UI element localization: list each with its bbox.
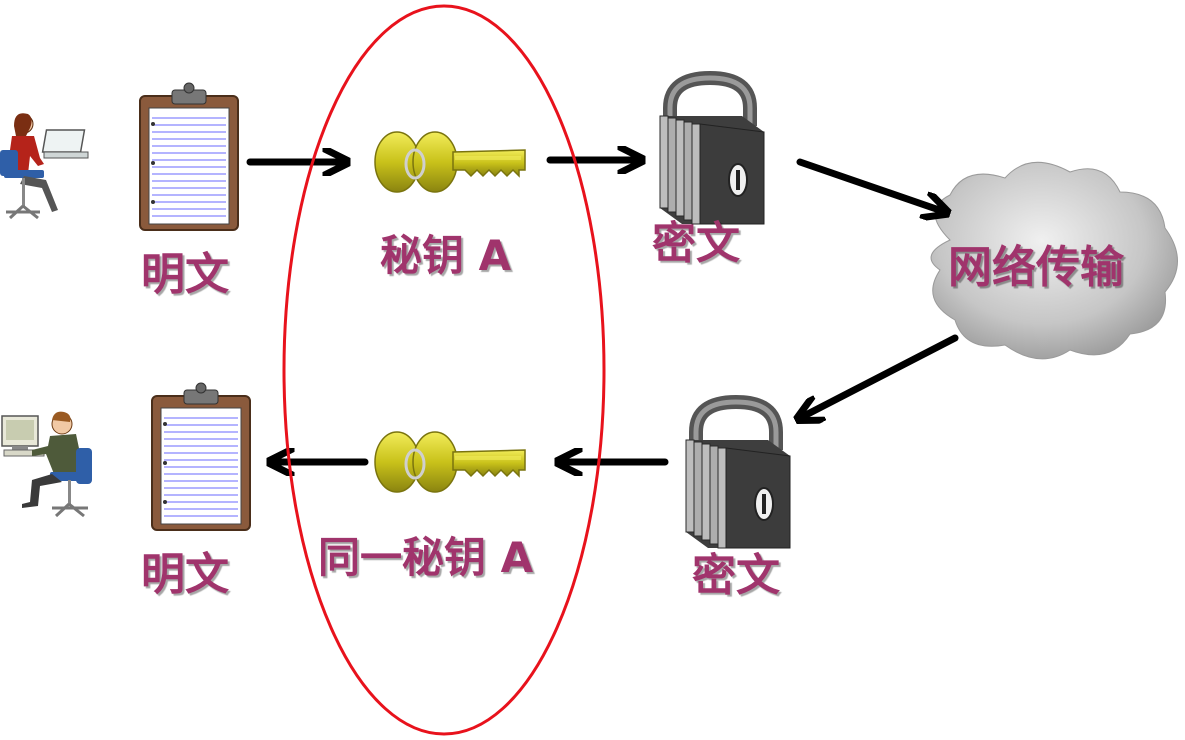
ciphertext-label-top: 密文 xyxy=(652,218,740,269)
plaintext-label-bottom: 明文 xyxy=(141,549,229,600)
key-icon-bottom xyxy=(373,430,527,494)
receiver-person-icon xyxy=(0,410,94,518)
key-icon-top xyxy=(373,130,527,194)
plaintext-document-icon-top xyxy=(139,82,239,231)
network-label: 网络传输 xyxy=(948,242,1124,293)
cloud-icon xyxy=(930,161,1178,360)
padlock-icon-bottom xyxy=(686,402,790,548)
key-label-bottom: 同一秘钥 A xyxy=(318,533,534,582)
key-label-top: 秘钥 A xyxy=(380,231,512,280)
arrow-network-to-lock xyxy=(800,334,959,418)
padlock-icon-top xyxy=(660,78,764,224)
plaintext-label-top: 明文 xyxy=(141,249,229,300)
sender-person-icon xyxy=(0,111,90,220)
arrow-lock-to-network xyxy=(796,158,945,212)
ciphertext-label-bottom: 密文 xyxy=(692,550,780,601)
highlight-ellipse xyxy=(282,4,606,736)
plaintext-document-icon-bottom xyxy=(151,382,251,531)
